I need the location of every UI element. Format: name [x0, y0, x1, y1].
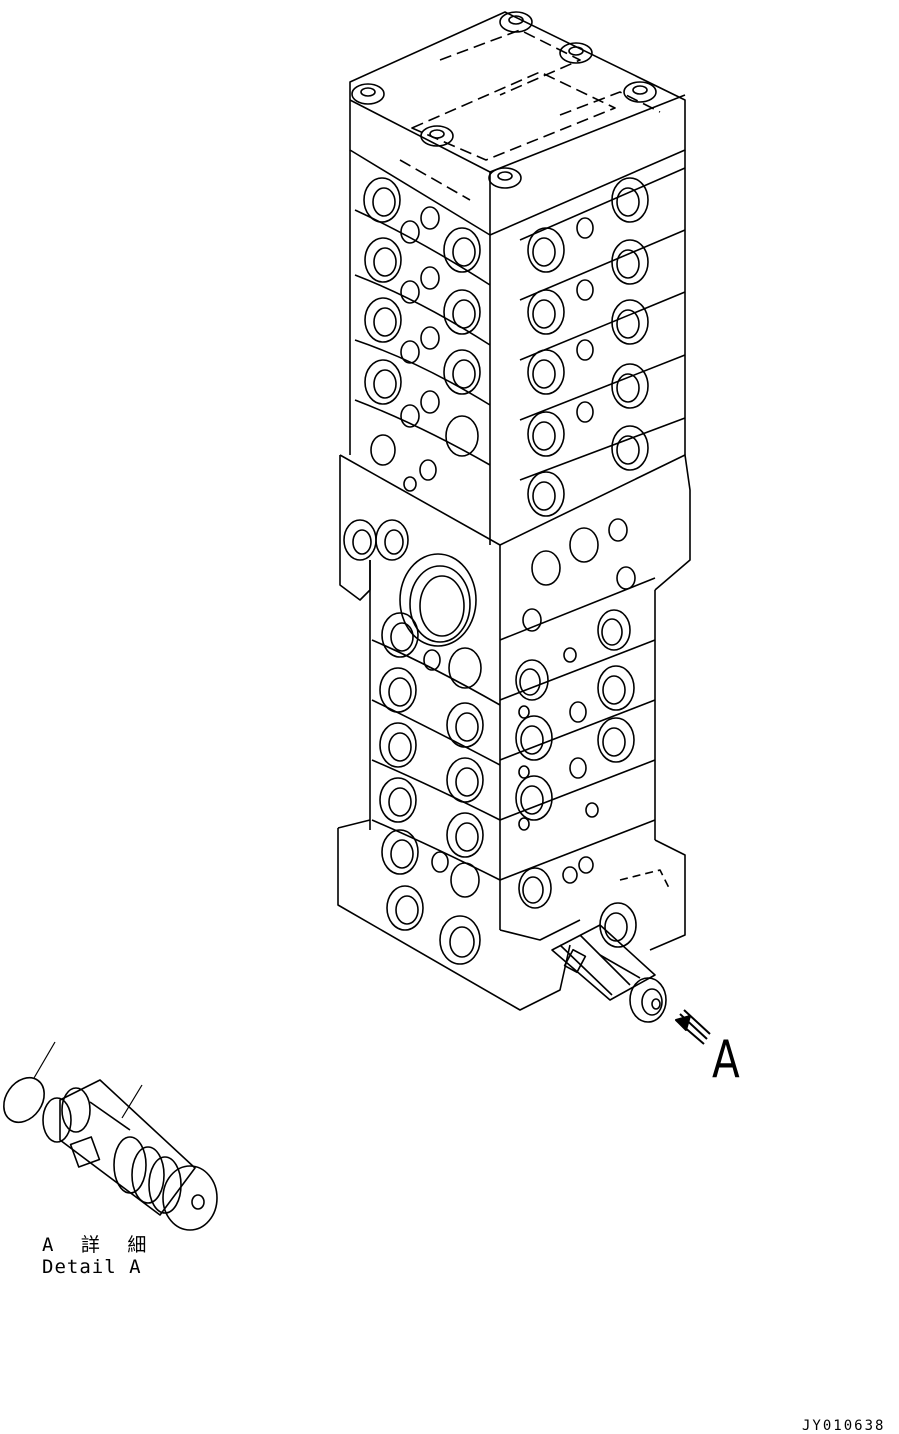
detail-label-en: Detail A — [42, 1256, 142, 1278]
drawing-id: JY010638 — [802, 1418, 886, 1434]
view-arrow-A — [675, 1009, 711, 1045]
detail-A-relief-valve — [3, 1041, 218, 1231]
detail-label-jp: A 詳 細 — [42, 1234, 155, 1256]
middle-flange-plate — [339, 454, 691, 647]
bottom-base-plate — [337, 819, 686, 1011]
view-label-A: A — [712, 1030, 740, 1090]
upper-valve-block — [349, 11, 686, 545]
lower-valve-block — [369, 560, 656, 930]
installed-relief-valve — [551, 924, 667, 1023]
